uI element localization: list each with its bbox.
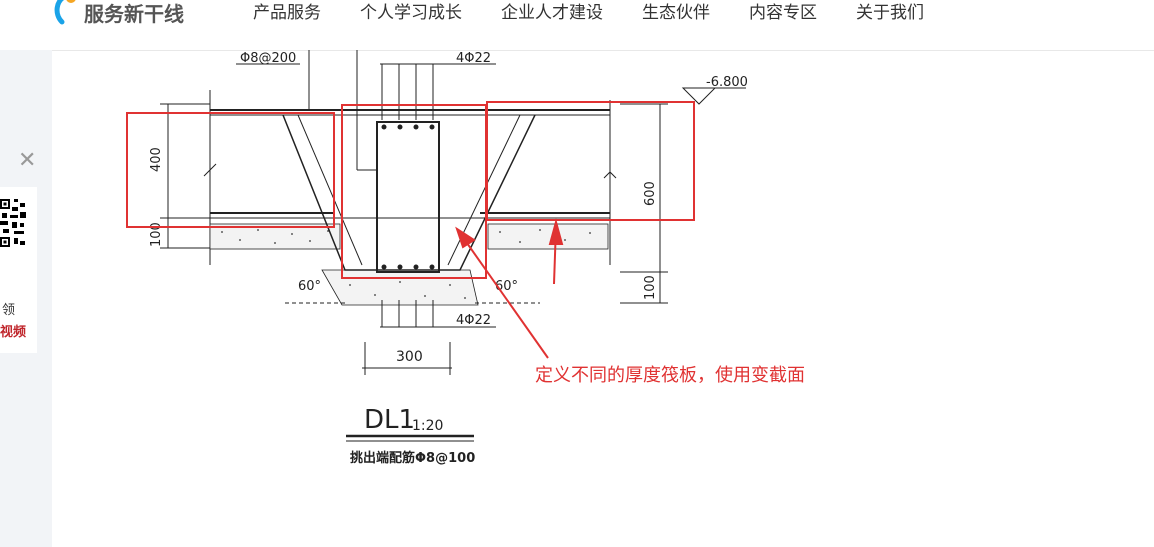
side-panel: ✕ 领 视频 bbox=[0, 50, 52, 547]
logo-icon bbox=[54, 0, 76, 25]
nav-item-partners[interactable]: 生态伙伴 bbox=[642, 3, 710, 23]
highlight-box-right bbox=[486, 101, 695, 221]
dim-300: 300 bbox=[396, 349, 423, 365]
highlight-box-left bbox=[126, 112, 335, 228]
nav-item-products[interactable]: 产品服务 bbox=[253, 3, 321, 23]
logo-text: 服务新干线 bbox=[84, 1, 184, 26]
qr-label-top: 领 bbox=[2, 303, 16, 318]
dim-600: 600 bbox=[643, 181, 658, 206]
dim-100-left: 100 bbox=[149, 222, 164, 247]
qr-card: 领 视频 bbox=[0, 187, 37, 353]
rebar-top-label: Φ8@200 bbox=[240, 51, 296, 66]
nav-item-enterprise-talent[interactable]: 企业人才建设 bbox=[501, 3, 603, 23]
annotation-arrows bbox=[455, 218, 564, 359]
nav-item-personal-growth[interactable]: 个人学习成长 bbox=[360, 3, 462, 23]
structural-drawing: Φ8@200 4Φ22 -6.800 4Φ bbox=[126, 50, 748, 466]
highlight-box-middle bbox=[341, 104, 487, 279]
dim-100-right: 100 bbox=[643, 275, 658, 300]
drawing-scale: 1:20 bbox=[412, 418, 443, 434]
qr-label-video[interactable]: 视频 bbox=[0, 325, 27, 340]
drawing-title: DL1 bbox=[364, 405, 415, 435]
site-logo[interactable]: 服务新干线 bbox=[52, 0, 184, 30]
top-header: 服务新干线 产品服务 个人学习成长 企业人才建设 生态伙伴 内容专区 关于我们 bbox=[0, 0, 1154, 51]
dim-400: 400 bbox=[149, 147, 164, 172]
nav-item-content[interactable]: 内容专区 bbox=[749, 3, 817, 23]
drawing-note: 挑出端配筋Φ8@100 bbox=[350, 450, 475, 466]
rebar-4-22-bottom-label: 4Φ22 bbox=[456, 313, 491, 328]
close-icon[interactable]: ✕ bbox=[18, 148, 37, 173]
nav-item-about[interactable]: 关于我们 bbox=[856, 3, 924, 23]
qr-code-icon bbox=[0, 197, 26, 302]
angle-left: 60° bbox=[298, 279, 321, 294]
elevation-label: -6.800 bbox=[706, 75, 748, 90]
annotation-text: 定义不同的厚度筏板，使用变截面 bbox=[535, 365, 805, 386]
main-nav: 产品服务 个人学习成长 企业人才建设 生态伙伴 内容专区 关于我们 bbox=[253, 0, 963, 28]
rebar-4-22-top-label: 4Φ22 bbox=[456, 51, 491, 66]
